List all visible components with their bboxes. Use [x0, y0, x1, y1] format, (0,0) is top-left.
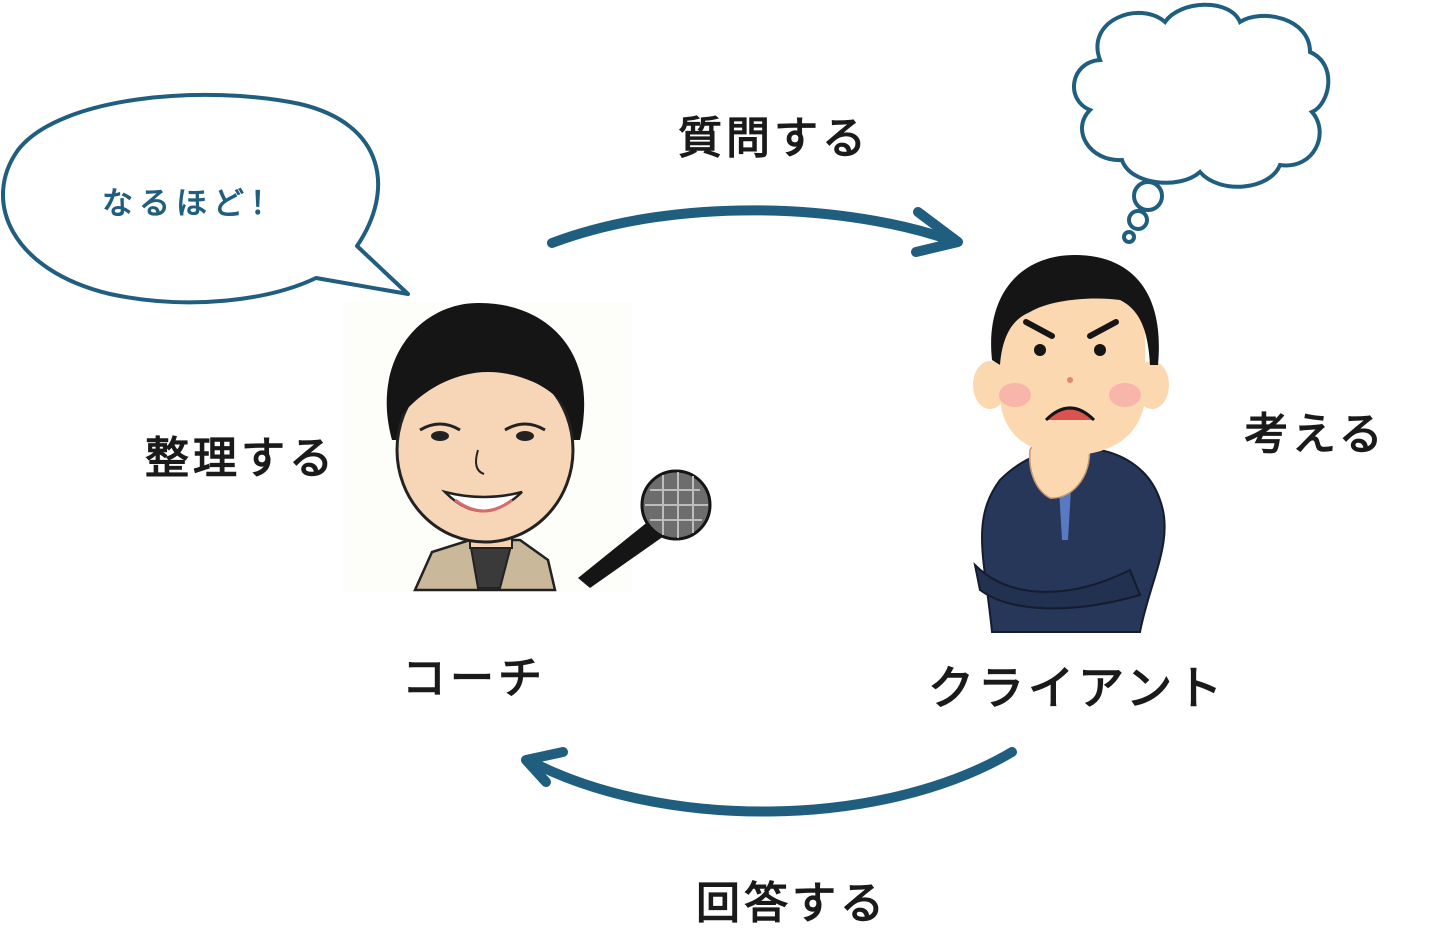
- client-label: クライアント: [928, 661, 1227, 715]
- speech-bubble-text: なるほど！: [102, 186, 287, 222]
- microphone-icon: [578, 469, 712, 588]
- question-label: 質問する: [678, 113, 870, 164]
- coach-label: コーチ: [402, 653, 546, 704]
- speech-bubble-icon: [1, 92, 410, 305]
- arrow-left-icon: [521, 747, 1017, 817]
- arrow-right-icon: [547, 205, 963, 257]
- answer-label: 回答する: [696, 878, 888, 929]
- client-figure-icon: [973, 255, 1169, 633]
- think-label: 考える: [1244, 409, 1387, 460]
- coach-avatar-icon: [342, 302, 632, 592]
- organize-label: 整理する: [145, 433, 337, 484]
- thought-cloud-icon: [1072, 2, 1331, 244]
